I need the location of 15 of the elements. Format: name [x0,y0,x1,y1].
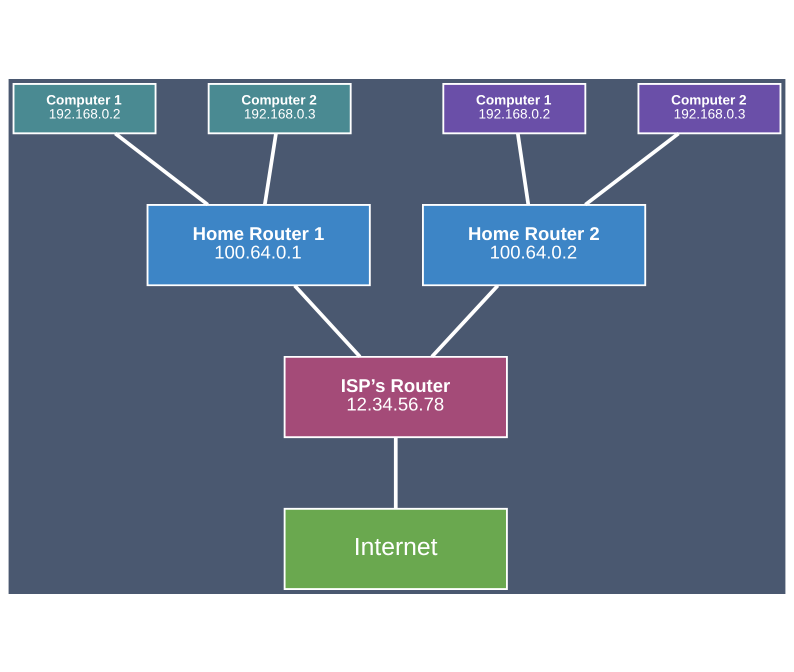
node-box: Computer 2 192.168.0.3 [638,82,782,134]
connector [114,132,209,206]
connector [584,132,680,206]
connector [516,132,530,204]
node-box: Home Router 1 100.64.0.1 [146,204,371,286]
node-box: Computer 1 192.168.0.2 [12,82,156,134]
connector [394,437,398,508]
connector [293,284,362,358]
connector [262,132,278,204]
node-box: Home Router 2 100.64.0.2 [422,204,646,286]
node-box: Computer 2 192.168.0.3 [208,82,352,134]
node-box: Internet [284,507,508,590]
connector [430,284,500,358]
node-box: ISP’s Router 12.34.56.78 [284,355,508,438]
node-box: Computer 1 192.168.0.2 [442,82,586,134]
